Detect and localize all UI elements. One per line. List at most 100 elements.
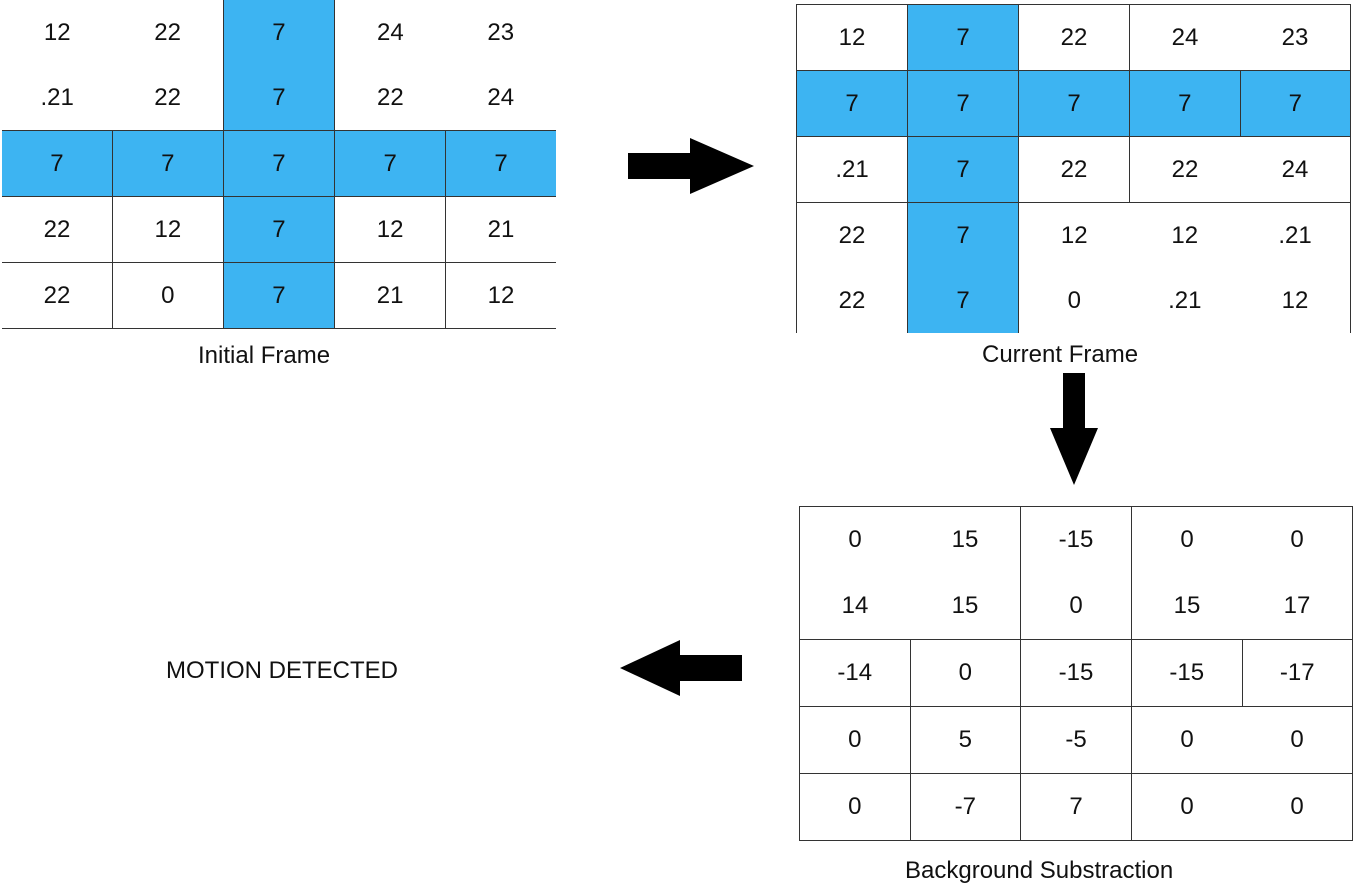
- table-row: 7 7 7 7 7: [796, 70, 1351, 137]
- table-row: 0 15 -15 0 0: [799, 506, 1353, 573]
- table-row: 22 7 12 12 .21: [796, 202, 1351, 268]
- background-subtraction-grid: 0 15 -15 0 0 14 15 0 15 17 -14 0 -15 -15…: [799, 506, 1353, 841]
- grid-cell: 22: [334, 65, 446, 131]
- motion-detected-label: MOTION DETECTED: [166, 657, 398, 684]
- grid-cell-highlight: 7: [111, 130, 224, 197]
- grid-cell: 0: [1242, 706, 1353, 774]
- grid-cell: .21: [40, 83, 74, 111]
- grid-cell: -7: [909, 773, 1021, 841]
- grid-cell: 15: [910, 573, 1021, 640]
- table-row: 12 22 7 24 23: [2, 0, 556, 65]
- grid-cell-highlight: 7: [222, 262, 336, 329]
- grid-cell: 12: [1018, 202, 1130, 268]
- grid-cell: 22: [1129, 136, 1240, 203]
- grid-cell-highlight: 7: [907, 4, 1019, 71]
- grid-cell: .21: [1240, 202, 1351, 268]
- grid-cell: 22: [112, 0, 224, 65]
- arrow-down-icon: [1050, 373, 1098, 485]
- grid-cell: 23: [487, 18, 515, 46]
- grid-cell-highlight: 7: [907, 268, 1019, 333]
- grid-cell: -14: [799, 639, 911, 707]
- grid-cell-highlight: 7: [907, 202, 1019, 268]
- grid-cell: 22: [796, 202, 908, 268]
- grid-cell: 15: [1131, 573, 1242, 640]
- grid-cell: 17: [1242, 573, 1353, 640]
- grid-cell-highlight: 7: [2, 130, 113, 197]
- grid-cell: .21: [796, 136, 908, 203]
- table-row: 0 -7 7 0 0: [799, 773, 1353, 841]
- grid-cell: 24: [487, 83, 515, 111]
- grid-cell: 12: [43, 18, 71, 46]
- grid-cell: 15: [910, 506, 1021, 573]
- grid-cell: 0: [1131, 506, 1242, 573]
- grid-cell: .21: [1168, 286, 1202, 314]
- grid-cell: 12: [445, 262, 556, 329]
- initial-frame-caption: Initial Frame: [198, 342, 331, 369]
- grid-cell: 21: [334, 262, 447, 329]
- grid-cell-highlight: 7: [222, 196, 336, 263]
- grid-cell: 12: [111, 196, 224, 263]
- grid-cell: -17: [1241, 639, 1353, 707]
- grid-cell-highlight: 7: [223, 65, 335, 131]
- grid-cell: 23: [1240, 4, 1351, 71]
- grid-cell: 12: [1240, 268, 1351, 333]
- grid-cell: 0: [799, 706, 911, 774]
- grid-cell-highlight: 7: [222, 130, 336, 197]
- grid-cell: 24: [1129, 4, 1240, 71]
- grid-cell: 0: [1018, 268, 1130, 333]
- table-row: 14 15 0 15 17: [799, 573, 1353, 640]
- grid-cell: 12: [334, 196, 447, 263]
- grid-cell-highlight: 7: [796, 70, 908, 137]
- grid-cell: 24: [334, 0, 446, 65]
- current-frame-caption: Current Frame: [982, 341, 1139, 368]
- grid-cell: 0: [1131, 706, 1242, 774]
- table-row: 22 7 0 .21 12: [796, 268, 1351, 333]
- grid-cell: 0: [799, 506, 910, 573]
- grid-cell: -5: [1020, 706, 1132, 774]
- table-row: 7 7 7 7 7: [2, 130, 556, 197]
- grid-cell: 0: [1131, 773, 1242, 841]
- initial-frame-grid: 12 22 7 24 23 .21 22 7 22 24 7 7 7 7 7 2…: [2, 0, 556, 329]
- grid-cell-highlight: 7: [445, 130, 556, 197]
- grid-cell-highlight: 7: [1018, 70, 1130, 137]
- background-subtraction-caption: Background Substraction: [905, 857, 1174, 884]
- grid-cell-highlight: 7: [1239, 70, 1351, 137]
- grid-cell: -15: [1131, 639, 1243, 707]
- grid-cell: 22: [2, 262, 113, 329]
- table-row: .21 7 22 22 24: [796, 136, 1351, 203]
- grid-cell-highlight: 7: [1129, 70, 1241, 137]
- grid-cell: 12: [796, 4, 908, 71]
- arrow-right-icon: [628, 138, 754, 194]
- table-row: 12 7 22 24 23: [796, 4, 1351, 71]
- grid-cell: 5: [909, 706, 1021, 774]
- grid-cell: 22: [1018, 136, 1130, 203]
- arrow-left-icon: [620, 640, 742, 696]
- grid-cell: 21: [445, 196, 556, 263]
- grid-cell: -15: [1020, 506, 1132, 573]
- table-row: 0 5 -5 0 0: [799, 706, 1353, 774]
- table-row: 22 0 7 21 12: [2, 262, 556, 329]
- grid-cell: 24: [1240, 136, 1351, 203]
- grid-cell: 7: [1020, 773, 1132, 841]
- grid-cell: 0: [1020, 573, 1132, 640]
- grid-cell-highlight: 7: [907, 70, 1019, 137]
- grid-cell: 22: [796, 268, 908, 333]
- grid-cell: 22: [112, 65, 224, 131]
- grid-cell: 14: [799, 573, 910, 640]
- current-frame-grid: 12 7 22 24 23 7 7 7 7 7 .21 7 22 22 24 2…: [796, 4, 1351, 333]
- table-row: -14 0 -15 -15 -17: [799, 639, 1353, 707]
- grid-cell-highlight: 7: [223, 0, 335, 65]
- grid-cell: 22: [2, 196, 113, 263]
- grid-cell: 0: [799, 773, 911, 841]
- grid-cell: 0: [909, 639, 1021, 707]
- grid-cell: -15: [1020, 639, 1132, 707]
- grid-cell: 12: [1129, 202, 1240, 268]
- table-row: .21 22 7 22 24: [2, 65, 556, 131]
- grid-cell: 0: [1242, 773, 1353, 841]
- grid-cell: 0: [111, 262, 224, 329]
- grid-cell-highlight: 7: [907, 136, 1019, 203]
- grid-cell: 22: [1018, 4, 1130, 71]
- grid-cell-highlight: 7: [334, 130, 447, 197]
- grid-cell: 0: [1242, 506, 1353, 573]
- table-row: 22 12 7 12 21: [2, 196, 556, 263]
